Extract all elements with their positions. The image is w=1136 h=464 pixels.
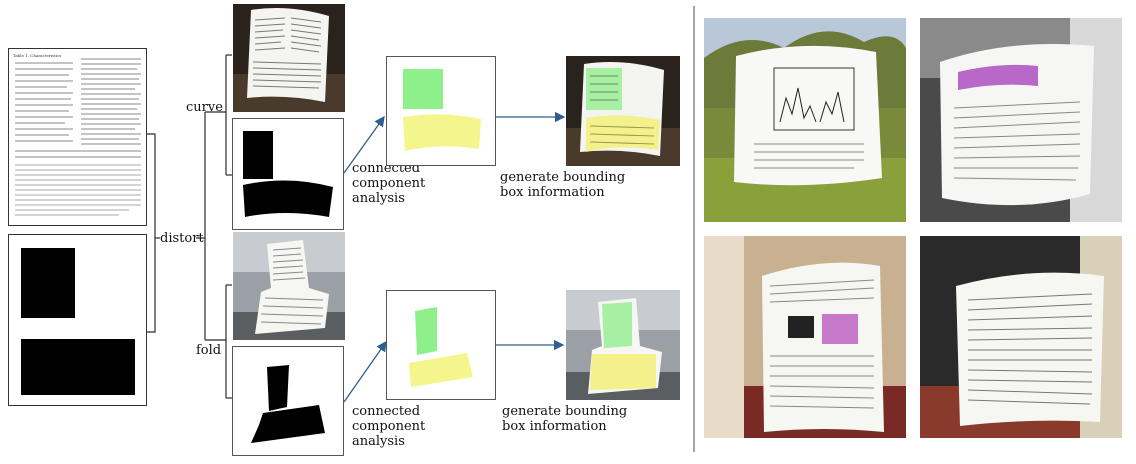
example-photo-indoor <box>920 18 1122 222</box>
fold-photo <box>233 232 345 340</box>
example-histology-image <box>958 64 1038 90</box>
example-photo-room <box>704 236 906 438</box>
fold-component-yellow <box>409 353 473 387</box>
source-mask-block-top <box>21 248 75 318</box>
curve-component-green <box>403 69 443 109</box>
label-cca-top: connected component analysis <box>352 161 426 206</box>
curve-result-photo <box>566 56 680 166</box>
folded-paper <box>255 240 329 334</box>
curve-result-box-yellow <box>586 115 660 152</box>
fold-result-box-yellow <box>590 354 656 390</box>
source-document-page: Table 1. Characteristics <box>8 48 147 226</box>
curve-components <box>386 56 496 166</box>
fold-mask-block-bottom <box>251 405 325 443</box>
source-mask-block-bottom <box>21 339 135 395</box>
example-paper-3 <box>762 262 884 432</box>
curve-mask-block-bottom <box>243 180 333 217</box>
fold-components <box>386 290 496 400</box>
fold-result-photo <box>566 290 680 400</box>
curve-mask-block-top <box>243 131 273 179</box>
label-generate-bottom: generate bounding box information <box>502 404 628 434</box>
fold-mask-block-top <box>267 365 289 411</box>
example-photo-park <box>704 18 906 222</box>
curve-mask <box>232 118 344 230</box>
example-paper-1 <box>734 45 882 186</box>
curve-photo <box>233 4 345 112</box>
label-fold: fold <box>196 343 222 358</box>
source-mask-page <box>8 234 147 406</box>
example-photo-gate <box>920 236 1122 438</box>
document-table-title: Table 1. Characteristics <box>13 53 62 58</box>
label-cca-bottom: connected component analysis <box>352 404 426 449</box>
document-text-lines <box>15 58 141 216</box>
label-curve: curve <box>186 100 223 115</box>
fold-mask <box>232 346 344 456</box>
curve-component-yellow <box>403 114 481 151</box>
label-generate-top: generate bounding box information <box>500 170 626 200</box>
fold-result-box-green <box>602 302 632 348</box>
curve-result-box-green <box>586 68 622 110</box>
example-paper-4 <box>956 272 1104 426</box>
label-distort: distort <box>160 231 204 246</box>
fold-component-green <box>415 307 437 355</box>
